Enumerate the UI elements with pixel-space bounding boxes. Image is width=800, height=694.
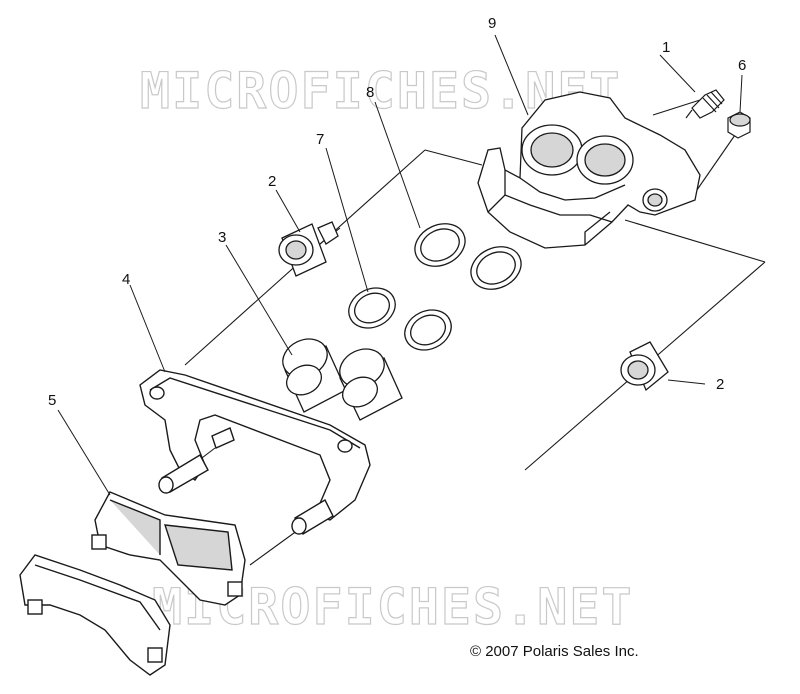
caliper-body: [477, 91, 701, 249]
callout-2-lower: 2: [716, 376, 725, 393]
bushing-lower: [620, 341, 669, 392]
callout-3: 3: [218, 229, 227, 246]
callout-9: 9: [488, 15, 497, 32]
bleeder-cap: [727, 111, 751, 139]
callout-2-upper: 2: [268, 173, 277, 190]
piston-seals-7: [348, 287, 452, 351]
callout-6: 6: [738, 57, 747, 74]
callout-4: 4: [122, 271, 131, 288]
piston-seals-8: [414, 223, 522, 290]
bleeder-screw: [685, 89, 725, 119]
copyright-notice: © 2007 Polaris Sales Inc.: [470, 643, 639, 660]
caliper-bracket: [139, 369, 371, 535]
brake-pads: [19, 491, 246, 676]
callout-8: 8: [366, 84, 375, 101]
leader-lines: [57, 34, 743, 496]
pistons: [282, 338, 403, 421]
callout-1: 1: [662, 39, 671, 56]
callout-7: 7: [316, 131, 325, 148]
callout-5: 5: [48, 392, 57, 409]
bushing-upper: [278, 221, 339, 277]
